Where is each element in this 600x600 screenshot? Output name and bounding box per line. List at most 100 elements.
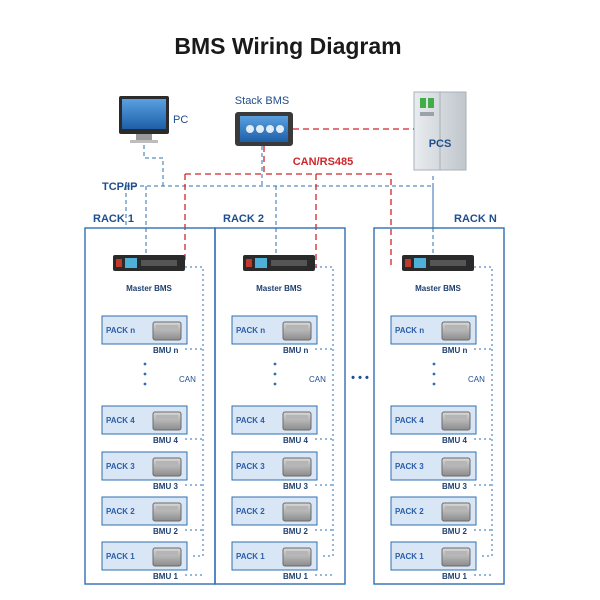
bmu-label: BMU n bbox=[442, 346, 467, 355]
can-label: CAN bbox=[309, 375, 326, 384]
pack-label: PACK 4 bbox=[106, 416, 135, 425]
bmu-label: BMU n bbox=[153, 346, 178, 355]
bmu-label: BMU 2 bbox=[153, 527, 178, 536]
bmu-module-icon bbox=[441, 411, 471, 431]
bmu-module-icon bbox=[282, 547, 312, 567]
can-rs485-label: CAN/RS485 bbox=[293, 156, 354, 168]
bmu-label: BMU 4 bbox=[442, 436, 467, 445]
bmu-module-icon bbox=[152, 411, 182, 431]
rack-frame bbox=[373, 227, 505, 585]
pack-ellipsis-dot bbox=[432, 362, 436, 366]
pack-ellipsis-dot bbox=[432, 372, 436, 376]
pack-3: PACK 3 BMU 3 bbox=[390, 451, 492, 491]
pack-label: PACK 3 bbox=[236, 462, 265, 471]
bmu-label: BMU 2 bbox=[283, 527, 308, 536]
tcp-ip-bus bbox=[125, 145, 434, 260]
pack-label: PACK 1 bbox=[236, 552, 265, 561]
pack-n: PACK n BMU n bbox=[101, 315, 203, 355]
pack-ellipsis-dot bbox=[432, 382, 436, 386]
bmu-module-icon bbox=[441, 457, 471, 477]
pack-ellipsis-dot bbox=[273, 372, 277, 376]
bmu-module-icon bbox=[282, 502, 312, 522]
master-bms-label: Master BMS bbox=[126, 284, 172, 293]
bmu-module-icon bbox=[152, 321, 182, 341]
master-bms-label: Master BMS bbox=[415, 284, 461, 293]
bmu-module-icon bbox=[152, 502, 182, 522]
pack-ellipsis-dot bbox=[143, 382, 147, 386]
pack-4: PACK 4 BMU 4 bbox=[390, 405, 492, 445]
pc-label: PC bbox=[173, 114, 188, 126]
pack-3: PACK 3 BMU 3 bbox=[101, 451, 203, 491]
bmu-label: BMU 1 bbox=[283, 572, 308, 581]
pack-n: PACK n BMU n bbox=[390, 315, 492, 355]
pack-ellipsis-dot bbox=[273, 362, 277, 366]
pack-4: PACK 4 BMU 4 bbox=[101, 405, 203, 445]
bmu-module-icon bbox=[152, 547, 182, 567]
pcs-cabinet-icon bbox=[413, 91, 467, 171]
bmu-module-icon bbox=[282, 411, 312, 431]
master-bms-unit-icon bbox=[243, 255, 315, 271]
can-label: CAN bbox=[468, 375, 485, 384]
bmu-module-icon bbox=[441, 547, 471, 567]
pack-4: PACK 4 BMU 4 bbox=[231, 405, 333, 445]
pack-1: PACK 1 BMU 1 bbox=[231, 541, 333, 581]
pack-label: PACK 2 bbox=[395, 507, 424, 516]
bmu-module-icon bbox=[441, 502, 471, 522]
can-rs485-bus bbox=[184, 146, 392, 268]
rack-2: RACK 2 Master BMS CAN PACK n BMU n PACK 4 BMU … bbox=[214, 213, 346, 585]
pack-label: PACK 1 bbox=[106, 552, 135, 561]
can-label: CAN bbox=[179, 375, 196, 384]
can-bus-line bbox=[185, 266, 204, 557]
stack-bms-label: Stack BMS bbox=[235, 95, 289, 107]
master-bms-label: Master BMS bbox=[256, 284, 302, 293]
can-bus-line bbox=[315, 266, 334, 557]
pack-ellipsis-dot bbox=[273, 382, 277, 386]
bmu-label: BMU 3 bbox=[442, 482, 467, 491]
pack-label: PACK 4 bbox=[395, 416, 424, 425]
racks-group: RACK 1 Master BMS CAN PACK n BMU n PACK 4 BMU … bbox=[84, 213, 505, 585]
bmu-label: BMU 3 bbox=[153, 482, 178, 491]
pack-label: PACK n bbox=[106, 326, 135, 335]
pack-1: PACK 1 BMU 1 bbox=[390, 541, 492, 581]
rack-ellipsis: • • • bbox=[351, 372, 369, 384]
pack-label: PACK 2 bbox=[236, 507, 265, 516]
diagram-title: BMS Wiring Diagram bbox=[174, 33, 401, 59]
pack-label: PACK n bbox=[236, 326, 265, 335]
rack-label: RACK 2 bbox=[223, 213, 264, 225]
bmu-label: BMU 1 bbox=[153, 572, 178, 581]
bmu-module-icon bbox=[152, 457, 182, 477]
pack-ellipsis-dot bbox=[143, 372, 147, 376]
pack-2: PACK 2 BMU 2 bbox=[231, 496, 333, 536]
bmu-label: BMU 1 bbox=[442, 572, 467, 581]
can-bus-line bbox=[474, 266, 493, 557]
bmu-label: BMU 4 bbox=[153, 436, 178, 445]
pcs-label: PCS bbox=[429, 138, 452, 150]
pack-label: PACK 1 bbox=[395, 552, 424, 561]
pack-label: PACK n bbox=[395, 326, 424, 335]
bmu-label: BMU n bbox=[283, 346, 308, 355]
master-bms-unit-icon bbox=[402, 255, 474, 271]
bmu-label: BMU 3 bbox=[283, 482, 308, 491]
pack-label: PACK 3 bbox=[106, 462, 135, 471]
stack-bms-panel-icon bbox=[235, 112, 293, 146]
bmu-label: BMU 2 bbox=[442, 527, 467, 536]
bmu-module-icon bbox=[282, 457, 312, 477]
bmu-module-icon bbox=[441, 321, 471, 341]
pack-ellipsis-dot bbox=[143, 362, 147, 366]
pack-3: PACK 3 BMU 3 bbox=[231, 451, 333, 491]
pack-label: PACK 3 bbox=[395, 462, 424, 471]
rack-label: RACK N bbox=[454, 213, 497, 225]
rack-frame bbox=[214, 227, 346, 585]
pack-n: PACK n BMU n bbox=[231, 315, 333, 355]
master-bms-unit-icon bbox=[113, 255, 185, 271]
rack-label: RACK 1 bbox=[93, 213, 134, 225]
pack-1: PACK 1 BMU 1 bbox=[101, 541, 203, 581]
pack-label: PACK 2 bbox=[106, 507, 135, 516]
pc-monitor-icon bbox=[119, 96, 169, 143]
pack-label: PACK 4 bbox=[236, 416, 265, 425]
tcp-ip-label: TCP/IP bbox=[102, 181, 137, 193]
bmu-label: BMU 4 bbox=[283, 436, 308, 445]
pack-2: PACK 2 BMU 2 bbox=[101, 496, 203, 536]
rack-1: RACK 1 Master BMS CAN PACK n BMU n PACK 4 BMU … bbox=[84, 213, 216, 585]
